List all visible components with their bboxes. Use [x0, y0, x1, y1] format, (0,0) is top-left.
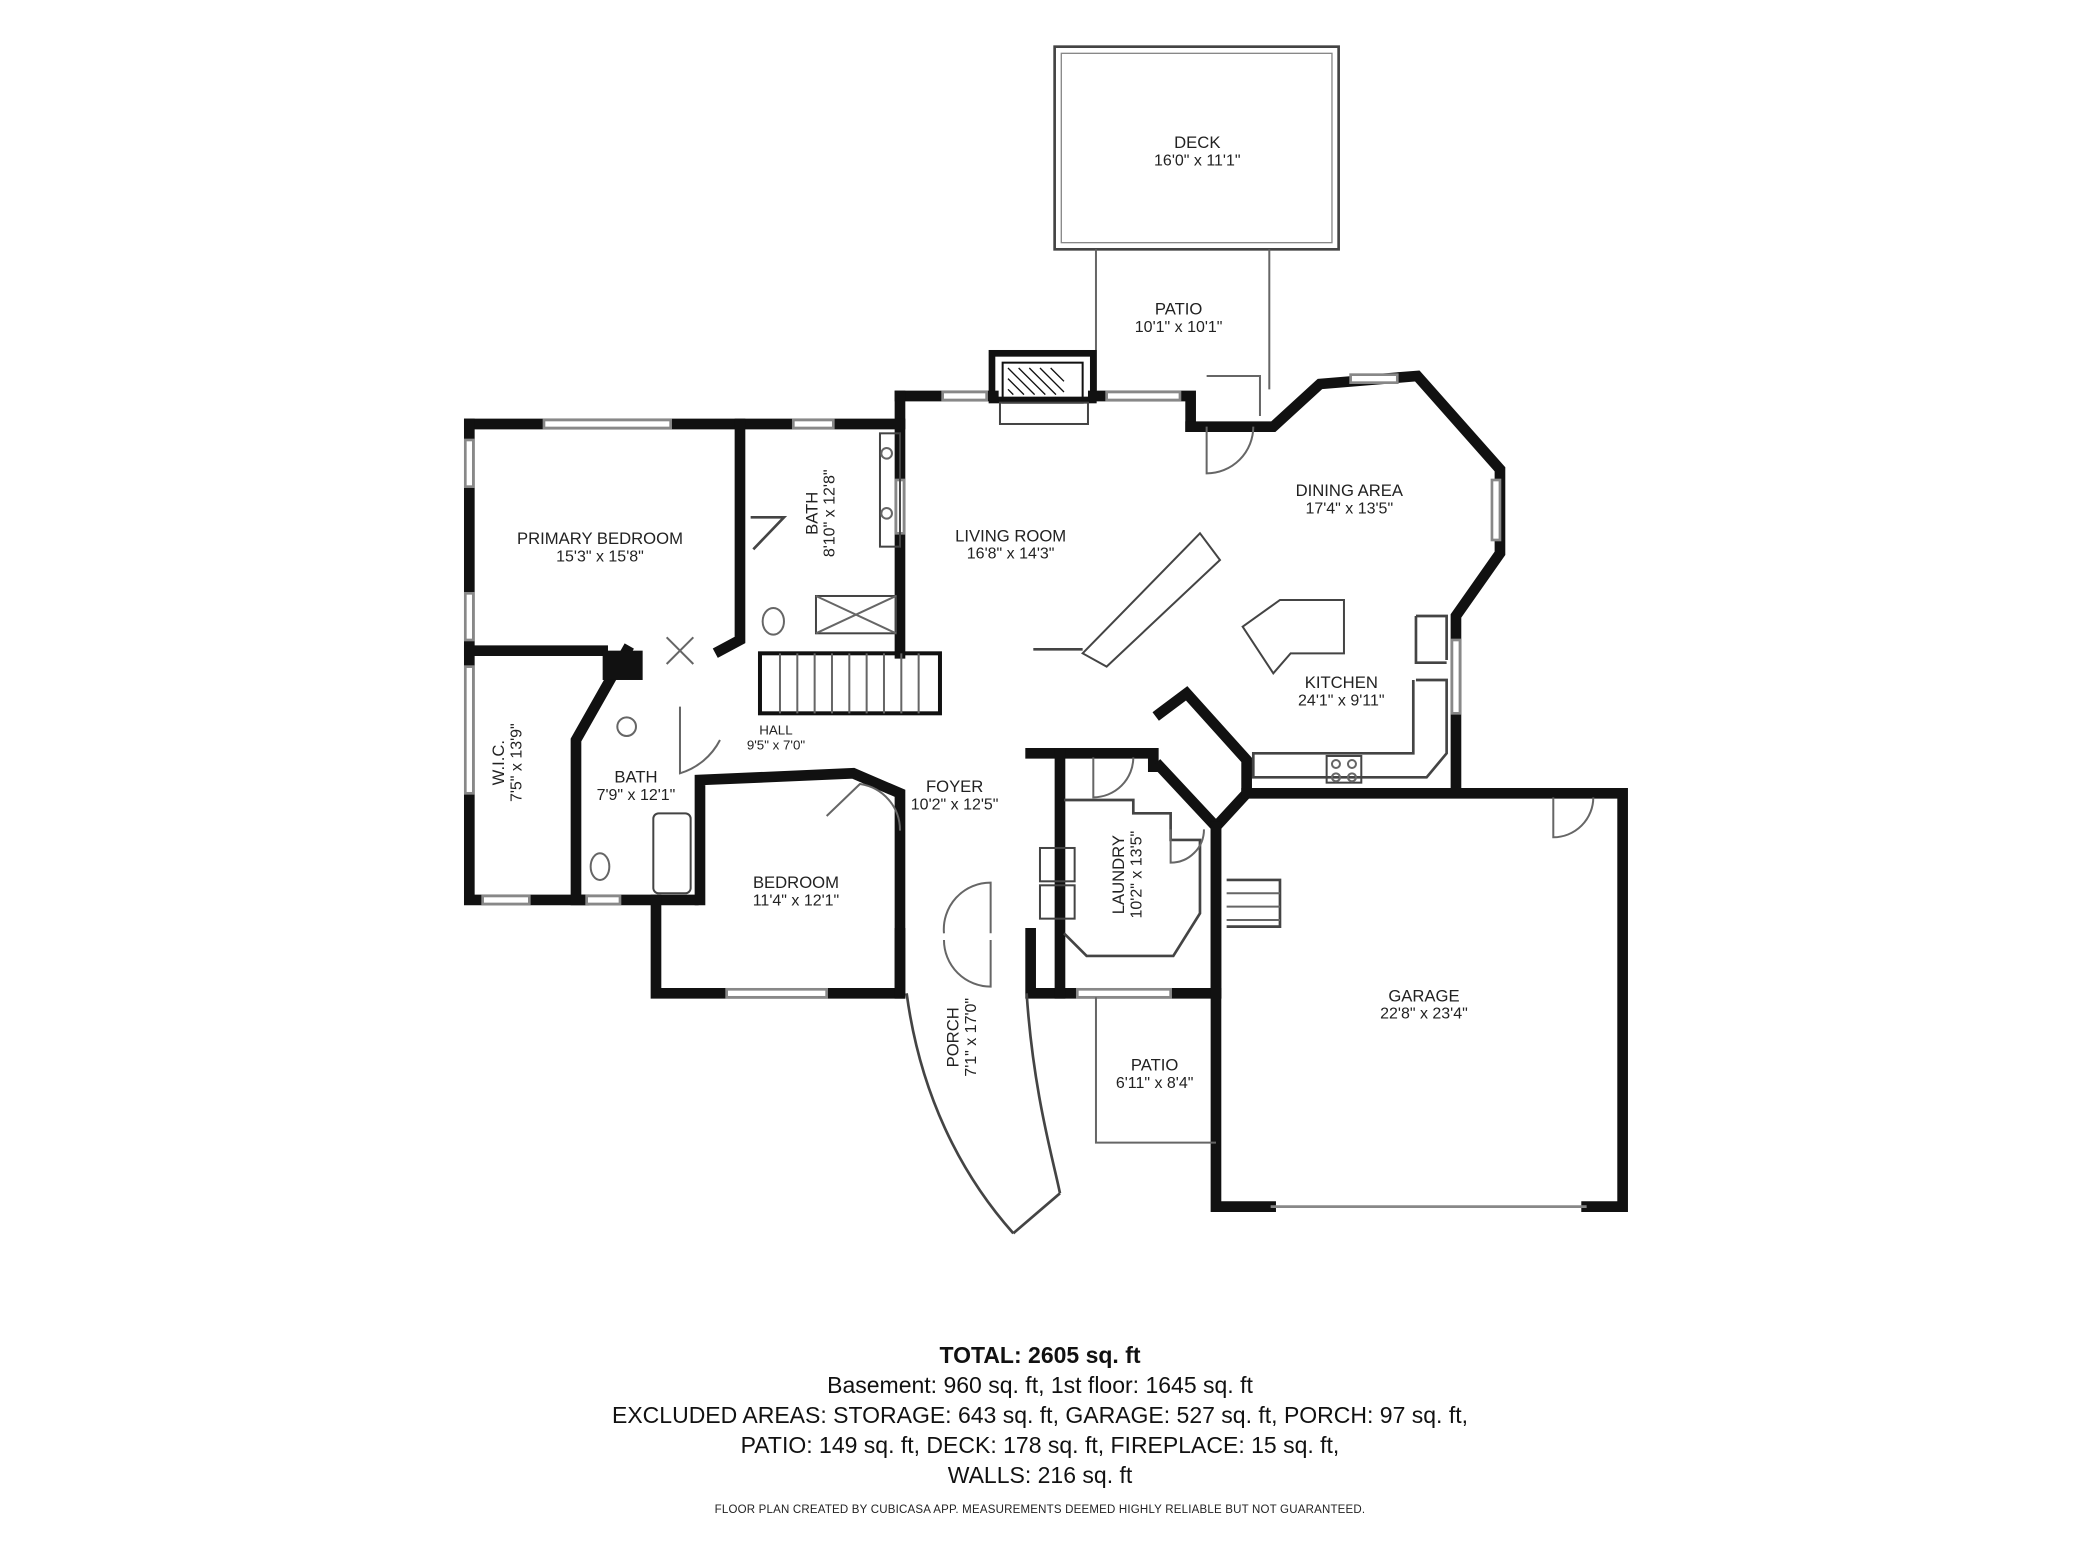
- floor-areas: Basement: 960 sq. ft, 1st floor: 1645 sq…: [827, 1372, 1253, 1398]
- hall-dim: 9'5" x 7'0": [747, 737, 806, 752]
- deck-dim: 16'0" x 11'1": [1154, 152, 1240, 169]
- room-labels: DECK 16'0" x 11'1" PATIO 10'1" x 10'1" D…: [489, 133, 1468, 1092]
- dining-label: DINING AREA: [1296, 481, 1404, 500]
- patio-bottom-outline: [1094, 997, 1216, 1144]
- garage-label: GARAGE: [1388, 986, 1459, 1005]
- deck-outline: [1053, 45, 1340, 251]
- porch-dim: 7'1" x 17'0": [963, 998, 980, 1077]
- wic-dim: 7'5" x 13'9": [508, 723, 525, 802]
- patio-bottom-dim: 6'11" x 8'4": [1116, 1075, 1194, 1092]
- windows: [463, 373, 1502, 999]
- walls-area: WALLS: 216 sq. ft: [947, 1462, 1133, 1488]
- primary-bedroom-dim: 15'3" x 15'8": [556, 548, 644, 565]
- kitchen-counters: [1033, 531, 1448, 784]
- bath-fixtures: [589, 432, 901, 895]
- dining-dim: 17'4" x 13'5": [1305, 500, 1393, 517]
- kitchen-label: KITCHEN: [1305, 673, 1378, 692]
- foyer-label: FOYER: [926, 777, 983, 796]
- hall-label: HALL: [759, 723, 792, 738]
- bedroom-label: BEDROOM: [753, 873, 839, 892]
- doors: [665, 374, 1595, 988]
- stairs: [757, 651, 1282, 928]
- wic-label: W.I.C.: [489, 740, 508, 785]
- bath-primary-dim: 8'10" x 12'8": [822, 469, 839, 557]
- bath-hall-dim: 7'9" x 12'1": [597, 787, 676, 804]
- laundry-label: LAUNDRY: [1109, 835, 1128, 914]
- primary-bedroom-label: PRIMARY BEDROOM: [517, 529, 683, 548]
- patio-top-dim: 10'1" x 10'1": [1135, 319, 1223, 336]
- excluded-areas-2: PATIO: 149 sq. ft, DECK: 178 sq. ft, FIR…: [740, 1432, 1340, 1458]
- area-summary: TOTAL: 2605 sq. ft Basement: 960 sq. ft,…: [0, 1340, 2080, 1516]
- living-dim: 16'8" x 14'3": [967, 546, 1055, 563]
- disclaimer: FLOOR PLAN CREATED BY CUBICASA APP. MEAS…: [714, 1504, 1366, 1516]
- kitchen-dim: 24'1" x 9'11": [1298, 692, 1384, 709]
- foyer-dim: 10'2" x 12'5": [911, 796, 999, 813]
- deck-label: DECK: [1174, 133, 1220, 152]
- bath-primary-label: BATH: [802, 492, 821, 535]
- total-area: TOTAL: 2605 sq. ft: [939, 1342, 1141, 1368]
- bedroom-dim: 11'4" x 12'1": [753, 892, 839, 909]
- fireplace: [988, 349, 1097, 425]
- porch-walkway: [905, 993, 1062, 1235]
- porch-label: PORCH: [944, 1007, 963, 1067]
- patio-top-label: PATIO: [1155, 300, 1203, 319]
- patio-bottom-label: PATIO: [1131, 1056, 1179, 1075]
- living-label: LIVING ROOM: [955, 526, 1066, 545]
- excluded-areas-1: EXCLUDED AREAS: STORAGE: 643 sq. ft, GAR…: [612, 1402, 1468, 1428]
- laundry-fixtures: [1038, 798, 1202, 958]
- bath-hall-label: BATH: [614, 768, 657, 787]
- garage-dim: 22'8" x 23'4": [1380, 1006, 1468, 1023]
- laundry-dim: 10'2" x 13'5": [1128, 831, 1145, 919]
